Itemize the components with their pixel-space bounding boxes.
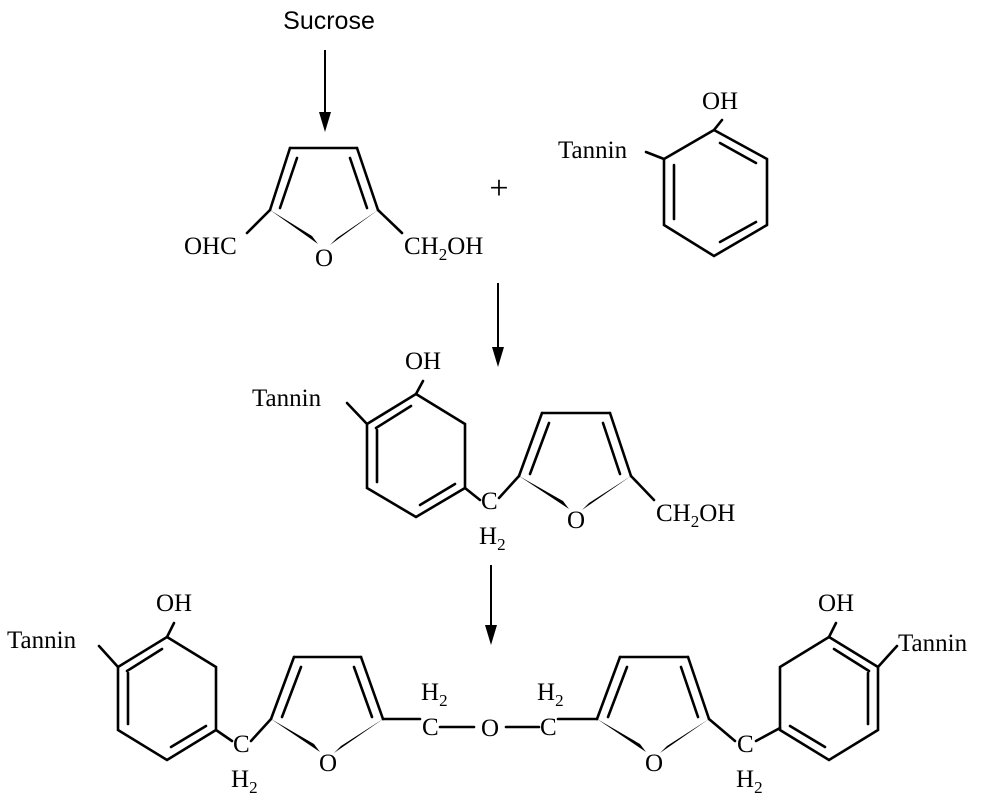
- wedge-bond: [582, 476, 631, 510]
- ch2oh-label: CH2OH: [404, 233, 483, 264]
- tannin-label: Tannin: [7, 627, 77, 654]
- sucrose-label: Sucrose: [283, 7, 375, 35]
- ohc-label: OHC: [184, 233, 237, 260]
- methylene-c-label: C: [422, 714, 439, 741]
- reaction-arrow-2: [492, 283, 504, 367]
- wedge-bond: [330, 210, 378, 245]
- tannin-phenol-molecule: OH Tannin: [558, 88, 769, 258]
- wedge-bond: [519, 476, 569, 509]
- wedge-bond: [334, 719, 383, 753]
- methylene-h2-label: H2: [479, 523, 506, 554]
- wedge-bond: [597, 719, 646, 752]
- methylene-c-label: C: [233, 731, 250, 758]
- reaction-arrow-3: [485, 565, 497, 645]
- ether-oxygen: O: [481, 715, 499, 742]
- methylene-c-label: C: [481, 488, 498, 515]
- ch2oh-label: CH2OH: [656, 500, 735, 531]
- methylene-h2-label: H2: [421, 679, 448, 710]
- methylene-h2-label: H2: [231, 766, 258, 797]
- tannin-label: Tannin: [898, 630, 968, 657]
- wedge-bond: [271, 719, 320, 752]
- ring-oxygen: O: [567, 507, 585, 534]
- wedge-bond: [270, 210, 318, 244]
- methylene-c-label: C: [540, 714, 557, 741]
- ring-oxygen: O: [319, 750, 337, 777]
- tannin-label: Tannin: [558, 137, 628, 164]
- tannin-label: Tannin: [252, 385, 322, 412]
- oh-label: OH: [405, 348, 441, 375]
- methylene-h2-label: H2: [736, 766, 763, 797]
- ring-oxygen: O: [315, 245, 333, 272]
- methylene-h2-label: H2: [537, 679, 564, 710]
- oh-label: OH: [156, 590, 192, 617]
- hmf-molecule: O OHC CH2OH: [184, 146, 483, 272]
- oh-label: OH: [818, 590, 854, 617]
- wedge-bond: [660, 719, 709, 753]
- final-product-molecule: OH Tannin C H2 O H2 C O H2 C O: [7, 590, 968, 797]
- oh-label: OH: [702, 88, 738, 115]
- ring-oxygen: O: [645, 750, 663, 777]
- plus-sign: +: [489, 170, 508, 207]
- reaction-arrow-1: [319, 50, 331, 132]
- methylene-c-label: C: [737, 731, 754, 758]
- intermediate-molecule: OH Tannin C H2 O CH2OH: [252, 348, 735, 554]
